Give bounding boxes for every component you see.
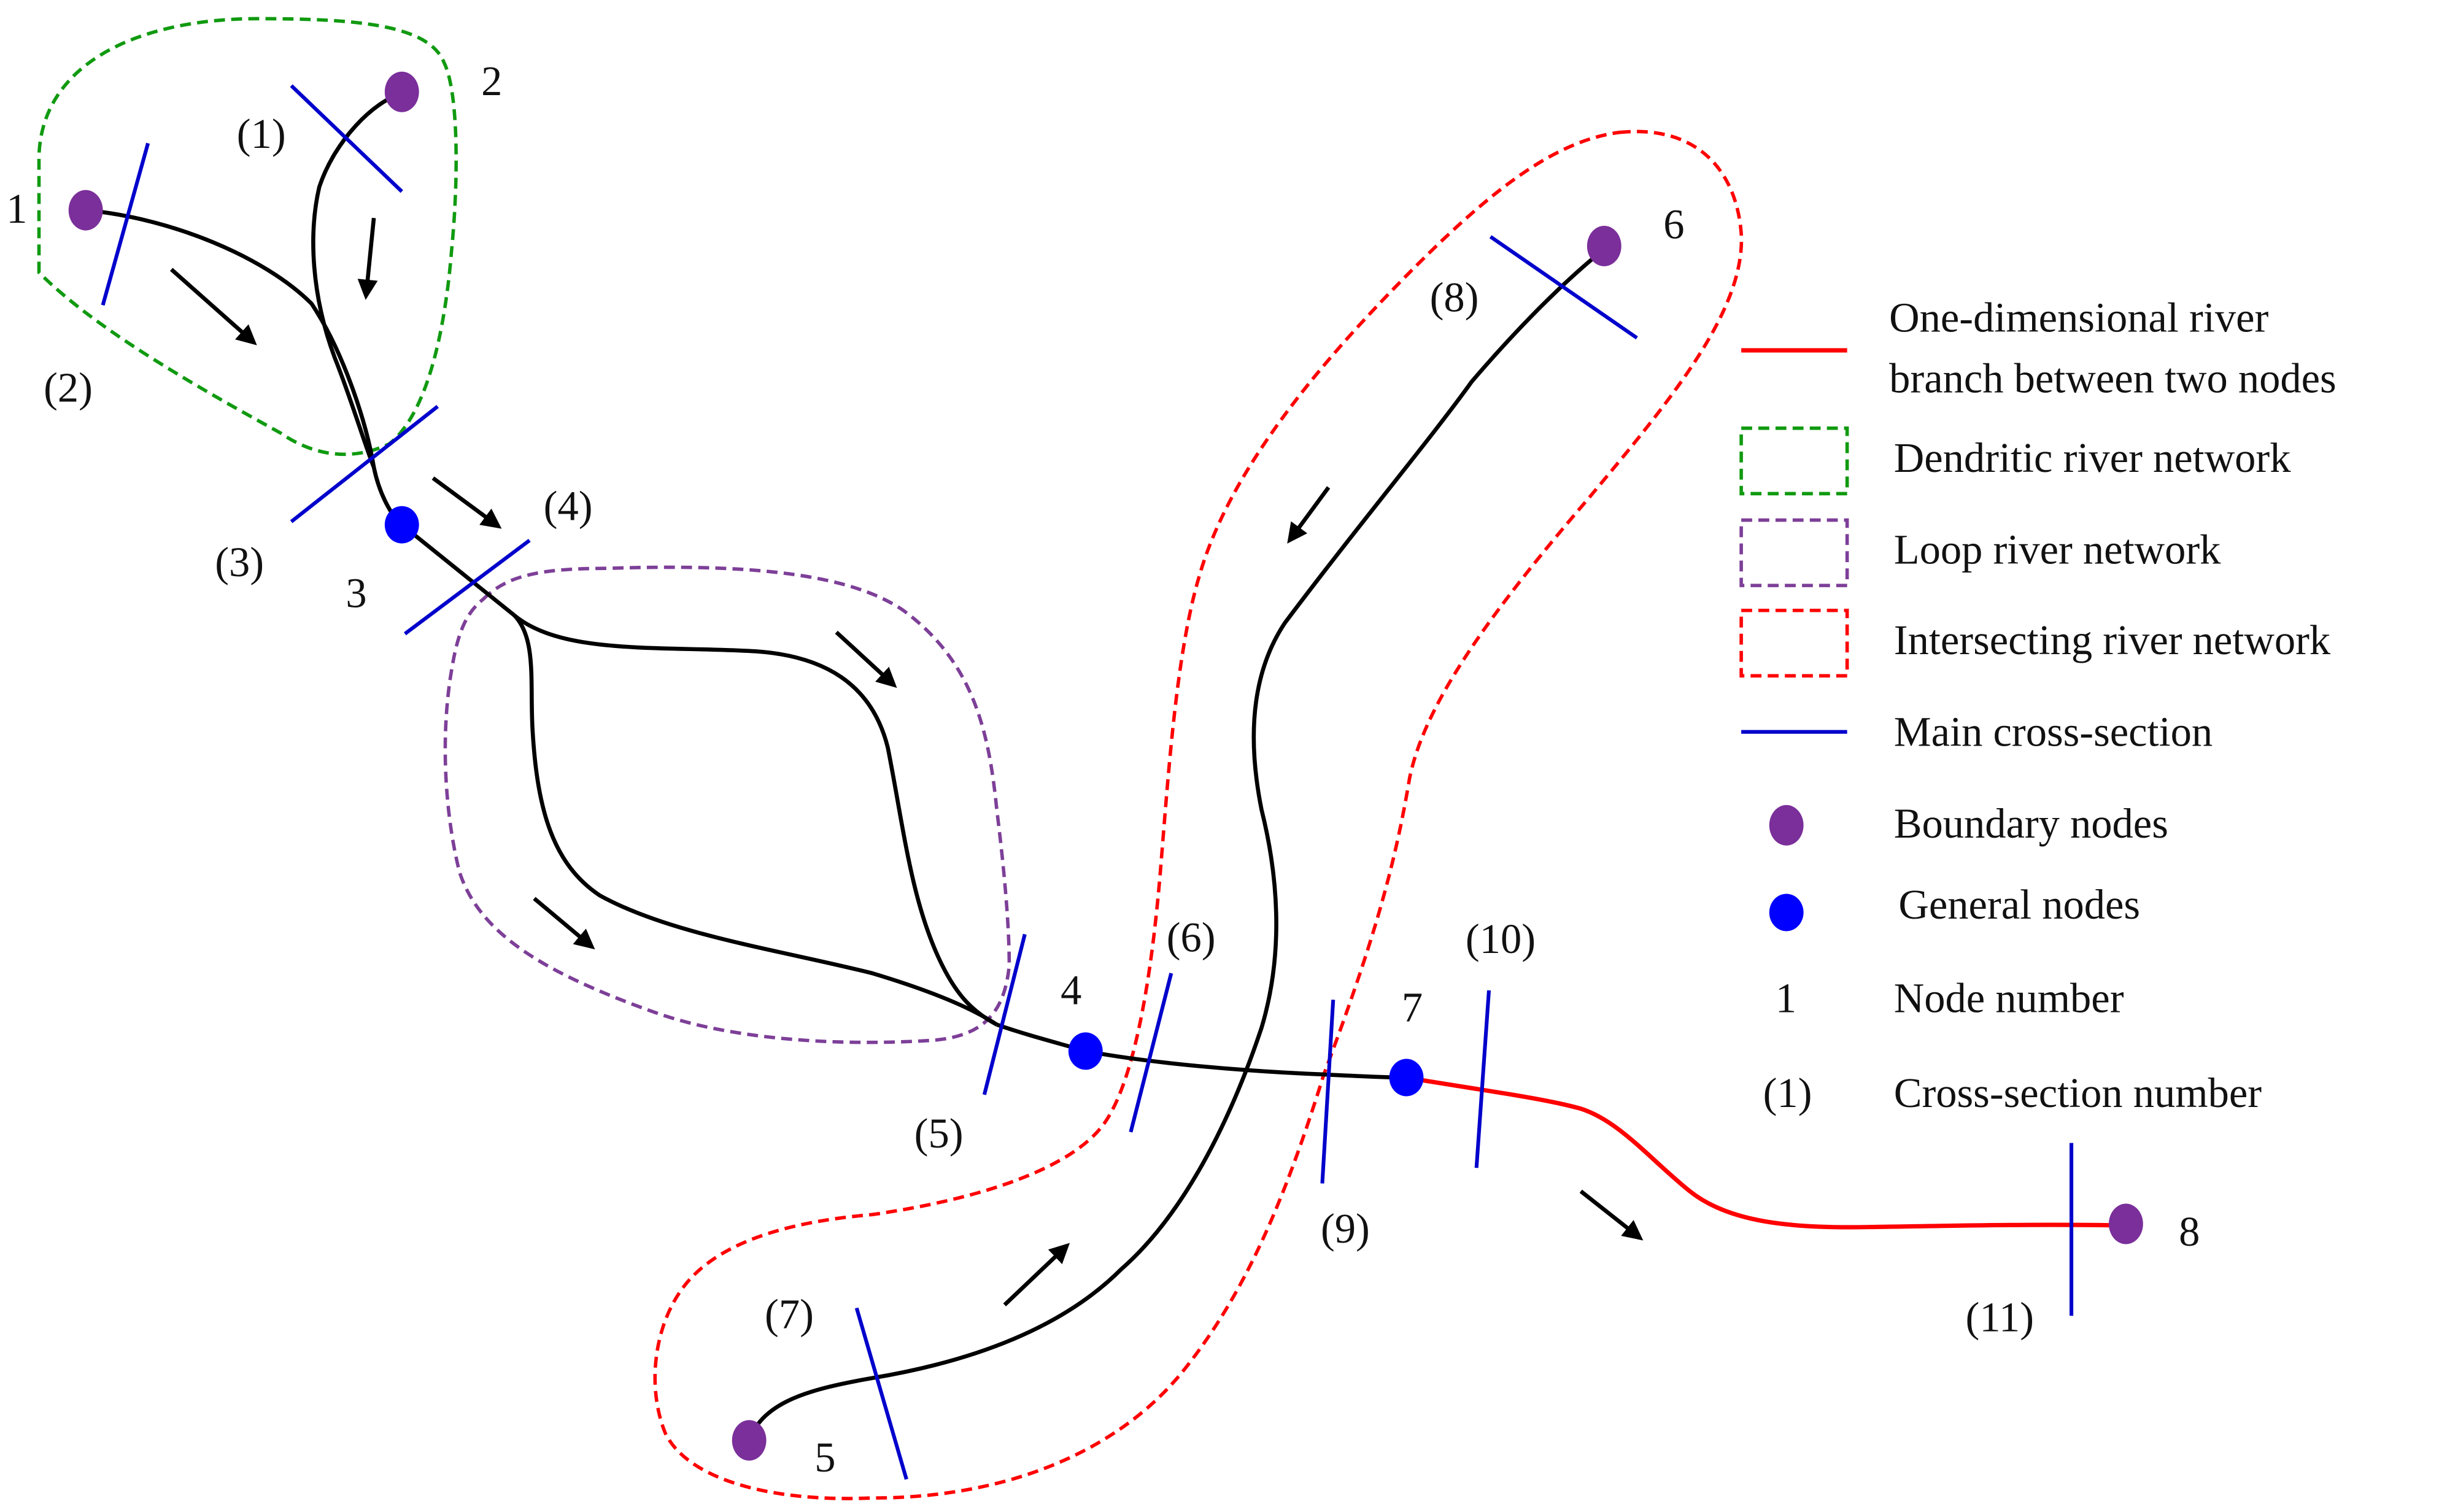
- cross-section-label-5: (5): [914, 1110, 964, 1157]
- cross-section-1: [290, 84, 403, 193]
- cross-section-label-2: (2): [44, 364, 93, 411]
- legend-label-intersecting: Intersecting river network: [1894, 617, 2331, 663]
- river-branch-7-8: [1405, 1075, 2126, 1230]
- legend-swatch-general-node: [1769, 893, 1804, 932]
- cross-section-label-1: (1): [237, 110, 286, 157]
- cross-section-9: [1320, 999, 1335, 1184]
- legend-label-general-nodes: General nodes: [1898, 881, 2140, 928]
- flow-arrow: [1003, 1243, 1070, 1306]
- cross-section-6: [1129, 973, 1173, 1133]
- general-node-4: [1068, 1032, 1103, 1070]
- flow-arrow: [1579, 1189, 1644, 1241]
- cross-section-label-7: (7): [765, 1291, 814, 1338]
- legend-label-node-number: Node number: [1894, 974, 2124, 1021]
- legend-label-loop: Loop river network: [1894, 526, 2221, 573]
- legend-swatch-boundary-node: [1769, 804, 1804, 846]
- cross-section-2: [101, 142, 150, 306]
- legend: One-dimensional river branch between two…: [1739, 295, 2337, 1116]
- cross-section-10: [1474, 990, 1491, 1168]
- intersecting-network-outline: [653, 129, 1744, 1500]
- node-label-6: 6: [1663, 201, 1684, 247]
- cross-section-4: [404, 539, 531, 636]
- river-branch-1-3: [85, 208, 404, 526]
- cross-section-label-9: (9): [1321, 1205, 1370, 1252]
- cross-section-8: [1489, 235, 1638, 340]
- flow-arrow: [431, 476, 502, 529]
- river-branch-5-6: [747, 247, 1606, 1441]
- river-branch-2-3: [311, 91, 403, 468]
- flow-arrow: [533, 897, 595, 950]
- node-label-4: 4: [1061, 967, 1081, 1014]
- river-loop-lower: [512, 614, 998, 1027]
- boundary-node-1: [68, 190, 103, 231]
- cross-section-number-labels: (1) (2) (3) (4) (5) (6) (7) (8) (9) (10)…: [44, 110, 2034, 1341]
- river-branch-3-loop: [400, 523, 516, 617]
- node-number-labels: 1 2 3 4 5 6 7 8: [6, 58, 2200, 1481]
- boundary-node-6: [1587, 225, 1621, 266]
- cross-section-label-8: (8): [1430, 274, 1479, 321]
- legend-label-boundary-nodes: Boundary nodes: [1894, 800, 2168, 847]
- node-label-8: 8: [2179, 1208, 2200, 1255]
- cross-section-3: [290, 404, 439, 523]
- legend-swatch-dendritic: [1739, 426, 1849, 496]
- river-branch-4-7: [1085, 1049, 1407, 1080]
- legend-swatch-intersecting: [1739, 608, 1849, 678]
- legend-label-cross-section-number: Cross-section number: [1894, 1070, 2262, 1116]
- general-node-7: [1389, 1059, 1424, 1097]
- flow-arrow: [357, 217, 378, 300]
- boundary-node-8: [2108, 1203, 2143, 1244]
- node-label-3: 3: [346, 570, 366, 617]
- node-label-1: 1: [6, 185, 27, 232]
- cross-section-label-10: (10): [1466, 916, 1536, 962]
- cross-section-label-6: (6): [1167, 914, 1216, 960]
- node-label-2: 2: [481, 58, 502, 104]
- node-label-5: 5: [814, 1434, 835, 1481]
- legend-sample-cross-section-number: (1): [1763, 1070, 1812, 1116]
- legend-label-dendritic: Dendritic river network: [1894, 434, 2291, 481]
- cross-section-5: [982, 933, 1027, 1095]
- nodes: [68, 71, 2143, 1461]
- boundary-node-2: [384, 71, 419, 112]
- node-label-7: 7: [1402, 984, 1423, 1031]
- legend-sample-node-number: 1: [1776, 974, 1796, 1021]
- legend-swatch-loop: [1739, 518, 1849, 587]
- cross-section-7: [854, 1307, 908, 1480]
- flow-arrow: [835, 630, 897, 688]
- river-loop-upper: [512, 613, 998, 1027]
- flow-arrows: [170, 217, 1644, 1306]
- boundary-node-5: [732, 1420, 767, 1461]
- loop-network-outline: [443, 565, 1011, 1044]
- cross-section-label-4: (4): [544, 483, 593, 530]
- cross-sections: [101, 84, 2074, 1480]
- flow-arrow: [170, 268, 257, 345]
- cross-section-label-3: (3): [215, 539, 264, 585]
- legend-label-branch-line1: One-dimensional river: [1889, 295, 2268, 341]
- general-node-3: [384, 506, 419, 544]
- flow-arrow: [1287, 486, 1331, 544]
- legend-label-branch-line2: branch between two nodes: [1889, 355, 2337, 401]
- legend-label-cross-section: Main cross-section: [1894, 709, 2213, 755]
- cross-section-label-11: (11): [1966, 1294, 2035, 1341]
- dendritic-network-outline: [37, 17, 458, 457]
